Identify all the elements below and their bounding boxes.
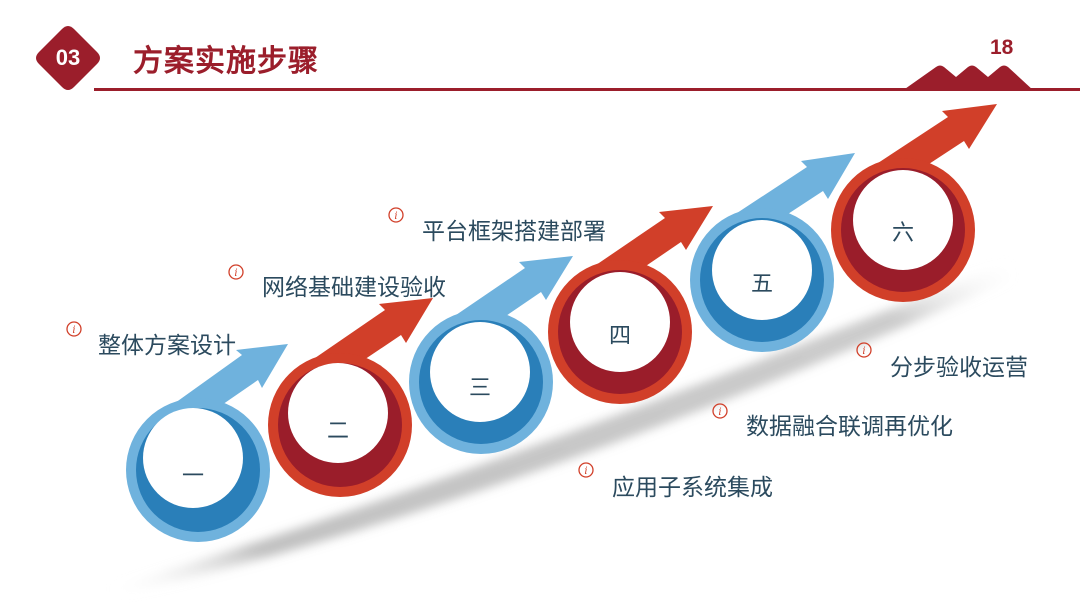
step-1-ring <box>126 344 288 542</box>
section-number: 03 <box>55 45 81 70</box>
svg-text:i: i <box>394 211 397 222</box>
step-6-label: 分步验收运营 <box>890 355 1028 381</box>
info-icon: i <box>578 462 594 478</box>
info-icon: i <box>388 207 404 223</box>
step-2-ring <box>268 298 433 497</box>
svg-text:i: i <box>862 346 865 357</box>
svg-text:i: i <box>584 466 587 477</box>
mountains-decoration-icon <box>902 65 1034 91</box>
step-4-label: 应用子系统集成 <box>612 475 773 501</box>
step-5-numeral: 五 <box>750 272 773 297</box>
step-6-ring <box>831 104 997 302</box>
page-title: 方案实施步骤 <box>133 44 319 79</box>
step-2-numeral: 二 <box>326 419 349 444</box>
floor-shadow <box>110 260 1010 596</box>
step-1-label: 整体方案设计 <box>98 333 236 359</box>
step-6-numeral: 六 <box>891 221 914 246</box>
step-1-numeral: 一 <box>181 464 204 489</box>
step-2-label: 网络基础建设验收 <box>262 275 446 301</box>
section-badge-diamond <box>36 26 100 90</box>
info-icon: i <box>228 264 244 280</box>
info-icon: i <box>856 342 872 358</box>
header-divider <box>94 88 1080 91</box>
step-5-label: 数据融合联调再优化 <box>746 414 953 440</box>
page-number: 18 <box>990 36 1014 59</box>
step-3-numeral: 三 <box>468 376 491 401</box>
step-3-label: 平台框架搭建部署 <box>422 219 606 245</box>
svg-text:i: i <box>234 268 237 279</box>
info-icon: i <box>66 321 82 337</box>
step-3-ring <box>409 256 573 454</box>
svg-text:i: i <box>718 407 721 418</box>
step-4-numeral: 四 <box>608 324 631 349</box>
step-5-ring <box>690 153 855 352</box>
info-icon: i <box>712 403 728 419</box>
step-4-ring <box>548 206 713 404</box>
svg-text:i: i <box>72 325 75 336</box>
